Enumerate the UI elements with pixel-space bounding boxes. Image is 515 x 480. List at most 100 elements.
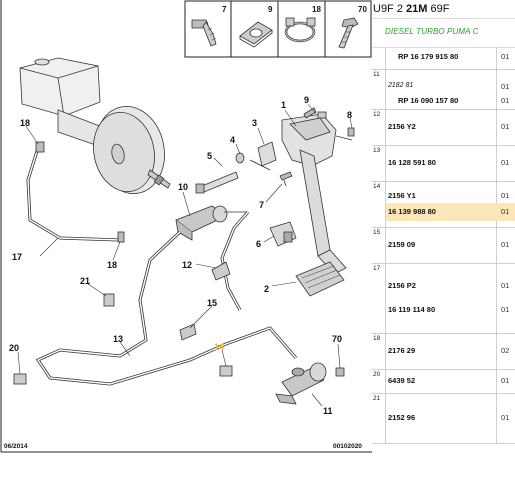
group-index-cell: 21 bbox=[372, 393, 386, 443]
part-reference: 16 128 591 80 bbox=[388, 158, 436, 167]
callout-12: 12 bbox=[182, 260, 192, 270]
part-line[interactable]: 16 119 114 80 01 bbox=[386, 304, 514, 316]
exploded-parts-diagram: 7 9 18 70 bbox=[0, 0, 372, 453]
thumbnail-clamp-icon: 18 bbox=[284, 5, 321, 43]
part-reference: 2182 81 bbox=[388, 82, 414, 89]
pedal-assembly bbox=[281, 113, 355, 297]
thumbnail-label: 70 bbox=[358, 5, 367, 14]
callout-9: 9 bbox=[304, 95, 309, 105]
group-index-cell bbox=[372, 47, 386, 69]
part-quantity: 02 bbox=[501, 346, 510, 355]
qty-column bbox=[496, 47, 515, 69]
callout-17: 17 bbox=[12, 252, 22, 262]
pipe-clips bbox=[13, 141, 345, 385]
callout-70: 70 bbox=[332, 334, 342, 344]
clutch-slave-cylinder bbox=[275, 362, 327, 405]
part-line[interactable]: RP 16 179 915 80 01 bbox=[386, 51, 514, 63]
group-index: 12 bbox=[373, 111, 381, 118]
part-reference: RP 16 090 157 80 bbox=[398, 96, 459, 105]
callout-18-middle: 18 bbox=[107, 260, 117, 270]
thumbnail-bolt-icon: 7 bbox=[191, 5, 227, 47]
group-index-cell: 14 bbox=[372, 181, 386, 227]
part-quantity: 01 bbox=[501, 240, 510, 249]
group-index: 13 bbox=[373, 147, 381, 154]
qty-column bbox=[496, 109, 515, 145]
part-reference: RP 16 179 915 80 bbox=[398, 52, 459, 61]
callout-7: 7 bbox=[259, 200, 264, 210]
callout-14-highlighted: 14 bbox=[214, 342, 224, 352]
part-line[interactable]: 2159 09 01 bbox=[386, 239, 514, 251]
group-index-cell: 15 bbox=[372, 227, 386, 263]
small-hardware bbox=[195, 107, 327, 247]
group-index-cell: 17 bbox=[372, 263, 386, 333]
leader-lines bbox=[17, 103, 353, 407]
callout-10: 10 bbox=[178, 182, 188, 192]
thumbnail-washer-icon: 9 bbox=[239, 5, 273, 48]
callout-labels: 1 2 3 4 5 6 7 8 9 10 11 12 13 14 15 16 1… bbox=[9, 95, 352, 416]
part-reference: 2156 P2 bbox=[388, 281, 416, 290]
model-code-suffix: 69F bbox=[430, 3, 450, 15]
part-quantity: 01 bbox=[501, 413, 510, 422]
group-index: 14 bbox=[373, 183, 381, 190]
group-index: 20 bbox=[373, 371, 381, 378]
part-line[interactable]: 16 128 591 80 01 bbox=[386, 157, 514, 169]
model-code-prefix: U9F 2 bbox=[373, 3, 403, 15]
diagram-code: 00102020 bbox=[333, 443, 362, 450]
part-line[interactable]: 2176 29 02 bbox=[386, 345, 514, 357]
qty-column bbox=[496, 227, 515, 263]
callout-15: 15 bbox=[207, 298, 217, 308]
thumbnail-label: 9 bbox=[268, 5, 273, 14]
part-quantity: 01 bbox=[501, 376, 510, 385]
part-quantity: 01 bbox=[501, 52, 510, 61]
qty-column bbox=[496, 145, 515, 181]
part-reference: 16 119 114 80 bbox=[388, 305, 436, 314]
thumbnail-strip: 7 9 18 70 bbox=[184, 0, 372, 58]
part-reference: 16 139 988 80 bbox=[388, 207, 436, 216]
callout-6: 6 bbox=[256, 239, 261, 249]
diagram-canvas: 7 9 18 70 bbox=[0, 0, 372, 453]
thumbnail-label: 18 bbox=[312, 5, 321, 14]
group-index: 21 bbox=[373, 395, 381, 402]
parts-list-panel: U9F 2 21M 69F DIESEL TURBO PUMA C RP 16 … bbox=[372, 0, 515, 480]
callout-2: 2 bbox=[264, 284, 269, 294]
qty-column bbox=[496, 263, 515, 333]
part-quantity: 01 bbox=[501, 305, 510, 314]
brake-servo-assembly bbox=[19, 57, 171, 195]
model-code-bold: 21M bbox=[406, 3, 428, 15]
part-line[interactable]: 2156 P2 01 bbox=[386, 280, 514, 292]
callout-4: 4 bbox=[230, 135, 235, 145]
part-reference: 6439 52 bbox=[388, 376, 416, 385]
clutch-master-cylinder bbox=[175, 205, 248, 241]
thumbnail-screw-icon: 70 bbox=[338, 5, 367, 49]
parts-group: 15 2159 09 01 bbox=[372, 227, 515, 264]
part-reference: 2176 29 bbox=[388, 346, 416, 355]
qty-column bbox=[496, 333, 515, 369]
part-reference: 2159 09 bbox=[388, 240, 416, 249]
diagram-date: 06/2014 bbox=[4, 443, 28, 450]
group-index-cell: 13 bbox=[372, 145, 386, 181]
group-index: 15 bbox=[373, 229, 381, 236]
parts-group: 13 16 128 591 80 01 bbox=[372, 145, 515, 182]
group-index-cell: 11 bbox=[372, 69, 386, 109]
part-quantity: 01 bbox=[501, 281, 510, 290]
callout-1: 1 bbox=[281, 100, 286, 110]
qty-column bbox=[496, 369, 515, 393]
thumbnail-label: 7 bbox=[222, 5, 227, 14]
part-quantity: 01 bbox=[501, 158, 510, 167]
part-line[interactable]: 6439 52 01 bbox=[386, 375, 514, 387]
callout-8: 8 bbox=[347, 110, 352, 120]
model-code: U9F 2 21M 69F bbox=[373, 3, 515, 17]
callout-5: 5 bbox=[207, 151, 212, 161]
parts-group: 20 6439 52 01 bbox=[372, 369, 515, 394]
